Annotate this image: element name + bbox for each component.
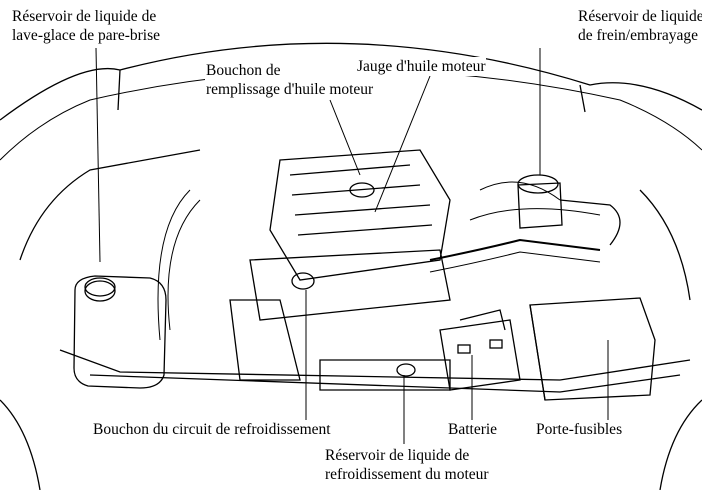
washer-reservoir-shape	[73, 275, 167, 389]
label-line: de frein/embrayage	[578, 27, 699, 44]
label-radiator-cap: Bouchon du circuit de refroidissement	[92, 420, 332, 439]
label-line: lave-glace de pare-brise	[12, 27, 161, 44]
fuse-box-shape	[529, 297, 656, 401]
label-line: Bouchon de	[206, 62, 281, 79]
label-line: Réservoir de liquide de	[12, 8, 157, 25]
label-fuse-box: Porte-fusibles	[535, 420, 624, 439]
label-line: refroidissement du moteur	[325, 466, 489, 483]
label-line: Réservoir de liquide	[578, 8, 702, 25]
fender-left	[0, 399, 41, 490]
coolant-reservoir-cap-shape	[396, 363, 416, 377]
label-line: remplissage d'huile moteur	[206, 81, 374, 98]
label-line: Réservoir de liquide de	[325, 447, 470, 464]
label-line: Porte-fusibles	[536, 421, 623, 438]
battery-shape	[439, 309, 521, 391]
label-dipstick: Jauge d'huile moteur	[356, 57, 487, 76]
label-coolant-reservoir: Réservoir de liquide de refroidissement …	[324, 446, 490, 484]
leader-lines	[95, 47, 609, 444]
label-line: Bouchon du circuit de refroidissement	[93, 421, 331, 438]
label-line: Batterie	[448, 421, 498, 438]
hood-outline	[0, 42, 702, 121]
fender-right	[659, 399, 702, 490]
label-brake-reservoir: Réservoir de liquide de frein/embrayage	[577, 7, 702, 45]
radiator-cap-shape	[291, 272, 315, 290]
label-washer-reservoir: Réservoir de liquide de lave-glace de pa…	[11, 7, 162, 45]
brake-reservoir-shape	[517, 174, 621, 246]
label-line: Jauge d'huile moteur	[357, 58, 486, 75]
engine-shape	[157, 149, 601, 391]
label-oil-filler-cap: Bouchon de remplissage d'huile moteur	[205, 61, 375, 99]
label-battery: Batterie	[447, 420, 499, 439]
